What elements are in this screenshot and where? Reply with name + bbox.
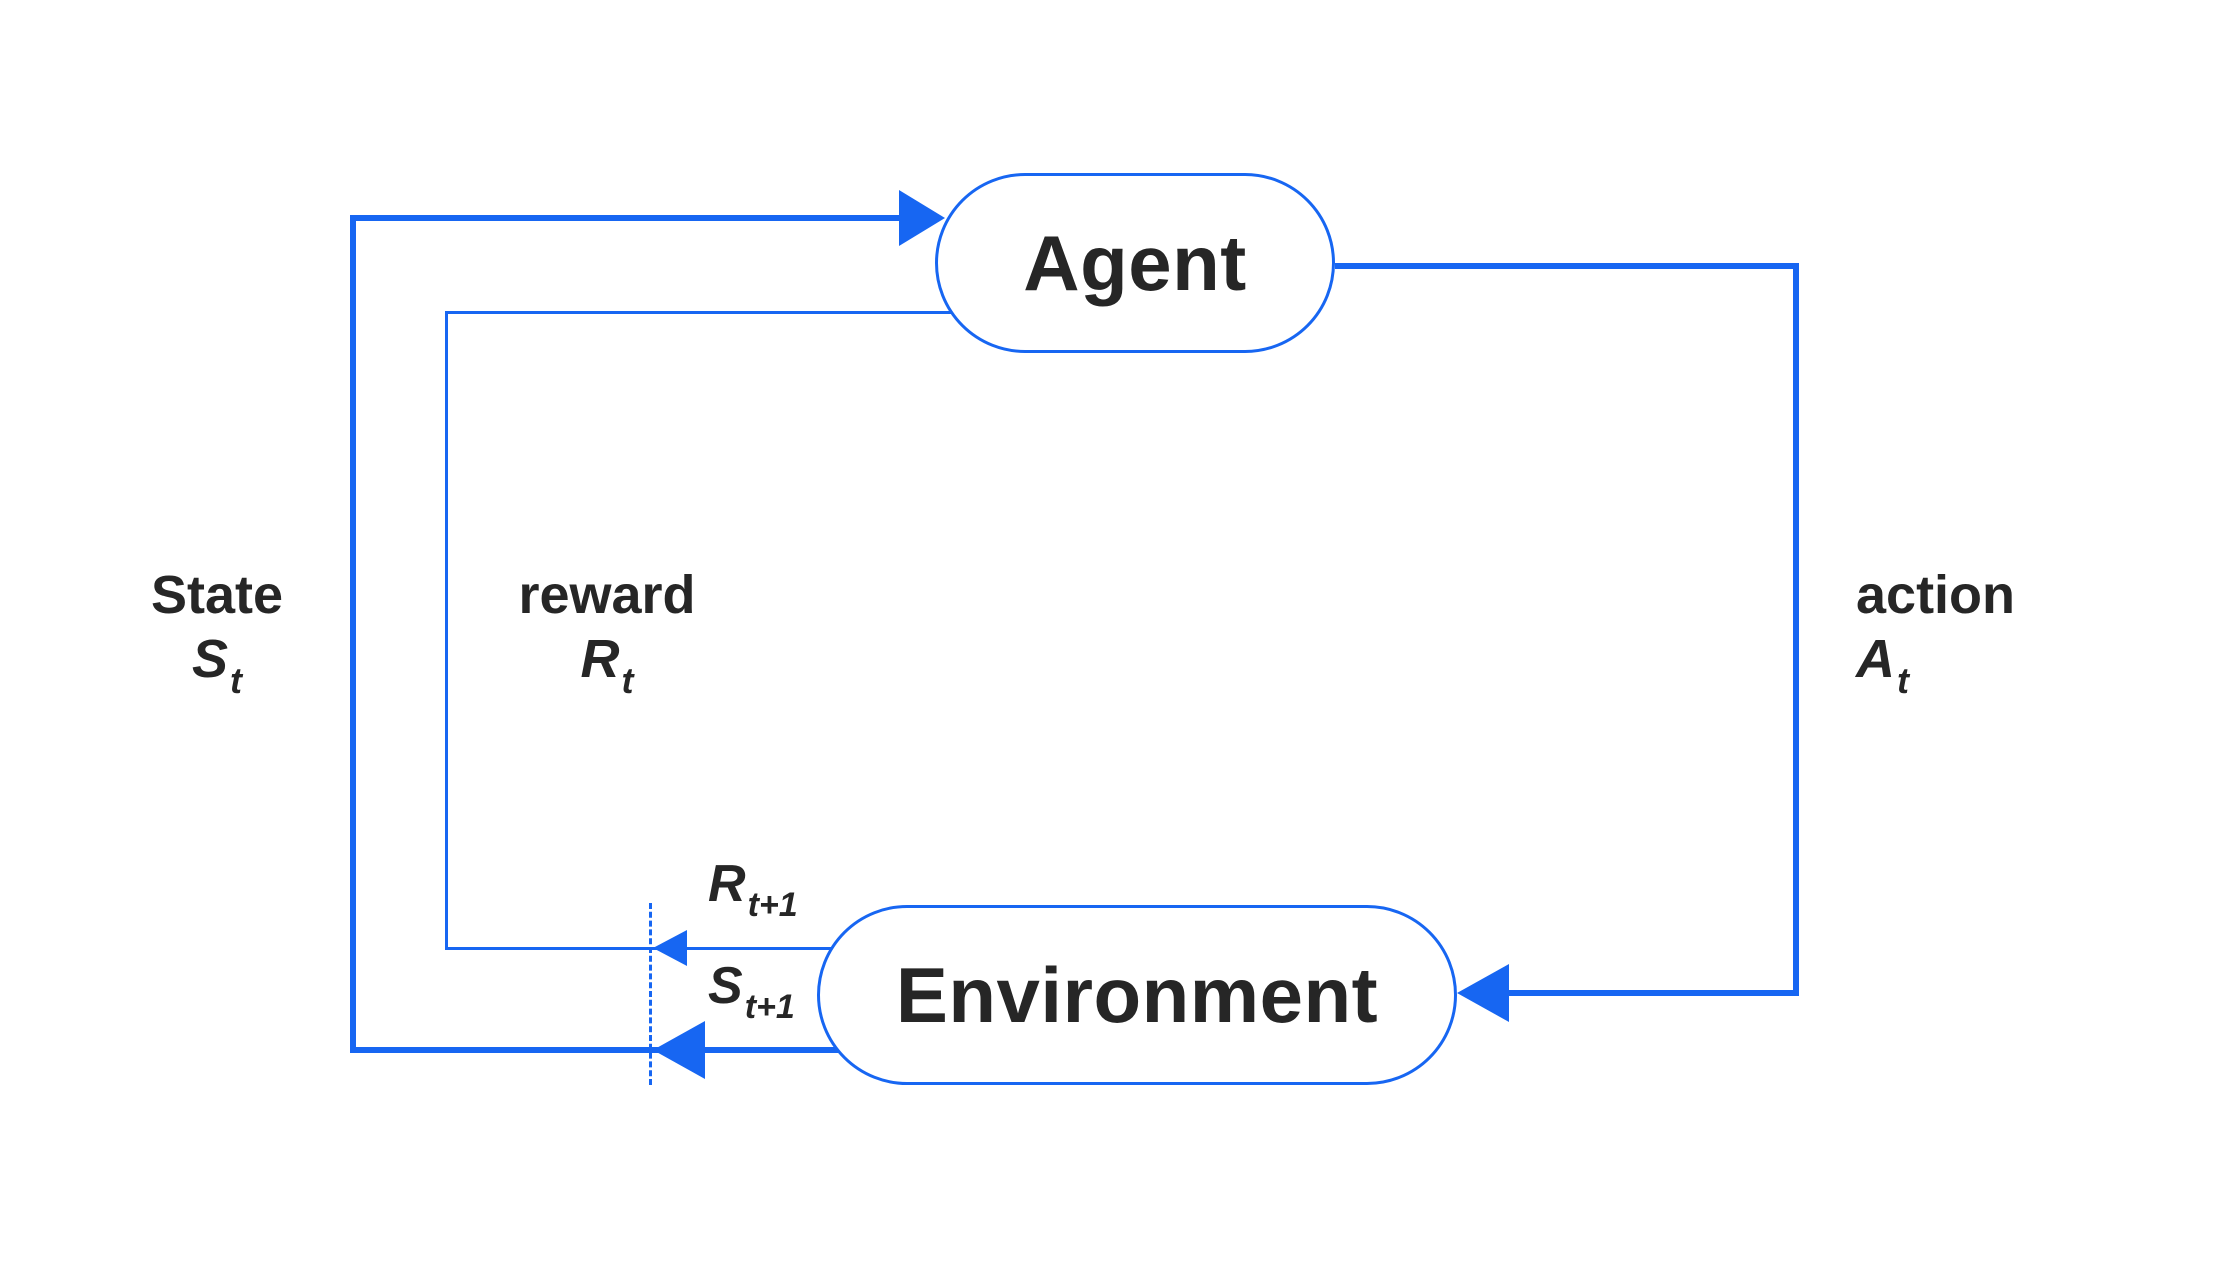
reward-edge-bottom-segment xyxy=(445,947,850,950)
state-subscript: t xyxy=(230,660,243,701)
reward-edge-label: reward Rt xyxy=(487,566,727,710)
action-edge-top-segment xyxy=(1335,263,1799,269)
state-edge-bottom-segment xyxy=(350,1047,850,1053)
action-word: action xyxy=(1856,565,2016,625)
environment-node: Environment xyxy=(817,905,1457,1085)
time-boundary-dashed-line xyxy=(649,903,652,1085)
reward-symbol: Rt xyxy=(580,629,634,701)
agent-node: Agent xyxy=(935,173,1335,353)
action-into-environment-arrowhead-icon xyxy=(1457,964,1509,1022)
reward-subscript: t xyxy=(621,660,634,701)
next-state-subscript: t+1 xyxy=(744,988,795,1026)
state-into-agent-arrowhead-icon xyxy=(899,190,945,246)
action-subscript: t xyxy=(1897,660,1909,701)
next-state-label: St+1 xyxy=(708,957,795,1026)
state-edge-top-segment xyxy=(350,215,902,221)
next-state-arrowhead-icon xyxy=(653,1021,705,1079)
action-edge-right-segment xyxy=(1793,263,1799,996)
reward-edge-left-segment xyxy=(445,311,448,950)
action-edge-label: action At xyxy=(1856,566,2116,710)
reward-word: reward xyxy=(518,565,696,625)
action-edge-bottom-segment xyxy=(1500,990,1799,996)
environment-node-label: Environment xyxy=(895,950,1379,1039)
agent-node-label: Agent xyxy=(1023,218,1247,307)
state-symbol: St xyxy=(191,629,243,701)
state-edge-left-segment xyxy=(350,215,356,1053)
reward-edge-top-segment xyxy=(445,311,1000,314)
state-edge-label: State St xyxy=(97,566,337,710)
next-reward-label: Rt+1 xyxy=(708,855,798,924)
next-reward-subscript: t+1 xyxy=(747,886,798,924)
action-symbol: At xyxy=(1856,629,1909,701)
next-reward-arrowhead-icon xyxy=(653,930,687,966)
state-word: State xyxy=(150,565,284,625)
